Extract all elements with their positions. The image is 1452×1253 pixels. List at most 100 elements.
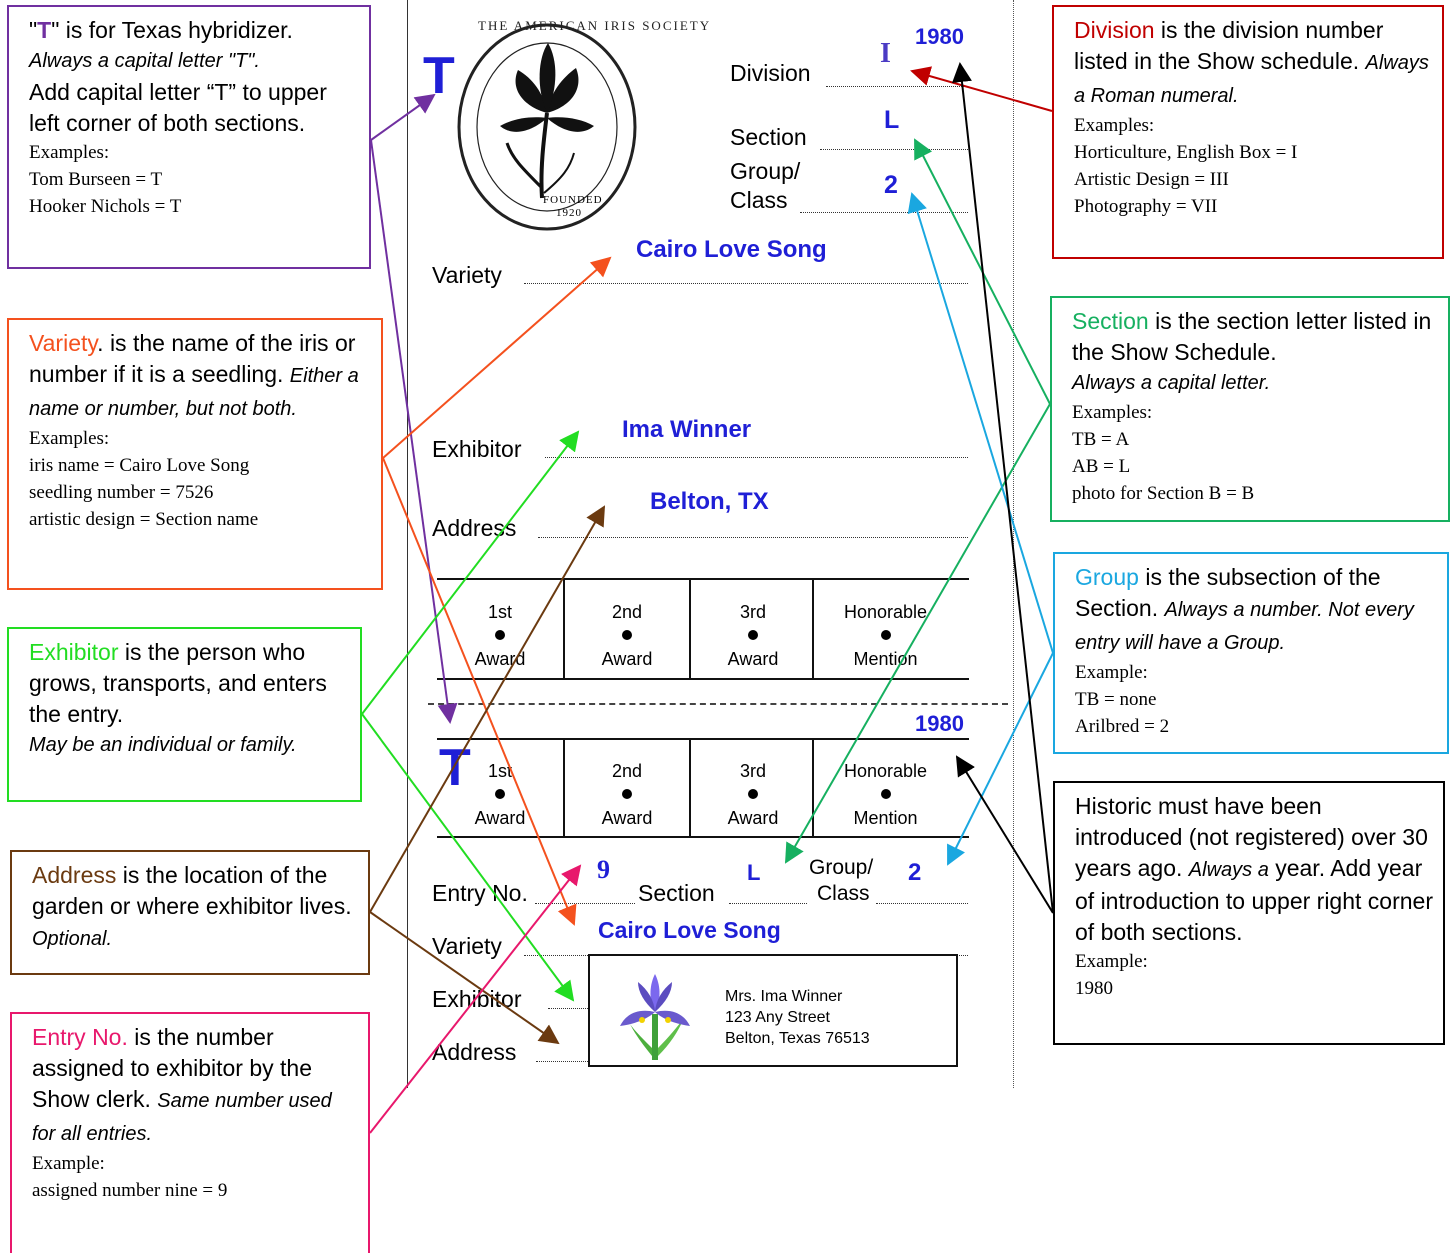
exhibitor-value: Ima Winner [622,416,752,443]
historic-body-2: year. Add year of introduction to upper … [1075,855,1433,945]
section-line [820,149,968,150]
award-second-top: 2nd [611,761,643,781]
section-example-3: photo for Section B = B [1072,483,1255,504]
group-italic: Always a number. Not every entry will ha… [1075,599,1414,654]
award-honorable-top: Honorable [843,761,928,781]
annotation-group: Group is the subsection of the Section. … [1053,552,1449,754]
annotation-variety: Variety. is the name of the iris or numb… [7,318,383,590]
address-label: Address [432,515,517,541]
group-bottom-label-1: Group/ [809,856,874,879]
award-divider-2 [689,578,691,680]
variety-example-3: artistic design = Section name [29,509,259,530]
sticker-line-2: 123 Any Street [725,1009,830,1026]
exhibitor-bottom-line [548,1008,588,1009]
award-dot [748,630,758,640]
variety-key: Variety [29,330,98,356]
award-first-bottom: Award [474,649,526,669]
address-value: Belton, TX [650,488,769,515]
variety-value: Cairo Love Song [636,236,827,263]
group-value: 2 [884,171,898,199]
award-first-top: 1st [487,602,512,622]
address-sticker: Mrs. Ima Winner 123 Any Street Belton, T… [588,954,958,1067]
address-bottom-line [536,1061,588,1062]
exhibitor-label: Exhibitor [432,436,522,462]
exhibitor-body: is the person who grows, transports, and… [29,639,327,727]
variety-bottom-label: Variety [432,933,502,959]
division-line [826,86,968,87]
sticker-line-3: Belton, Texas 76513 [725,1030,870,1047]
award-dot [622,789,632,799]
annotation-entry-no: Entry No. is the number assigned to exhi… [10,1012,370,1253]
logo-circle-text: THE AMERICAN IRIS SOCIETY [478,18,712,33]
t-key: T [37,17,52,43]
historic-examples-label: Example: [1075,951,1148,972]
exhibitor-line [545,457,968,458]
variety-example-2: seedling number = 7526 [29,482,214,503]
variety-body: . is the name of the iris or number if i… [29,330,356,387]
group-bottom-value: 2 [908,859,922,886]
logo-founded-year: 1920 [556,207,582,219]
perforation-line [428,703,1008,705]
section-bottom-value: L [747,860,761,885]
award-honorable-top: Honorable [843,602,928,622]
annotation-historic: Historic must have been introduced (not … [1053,781,1445,1045]
annotation-hybridizer: "T" is for Texas hybridizer. Always a ca… [7,5,371,269]
exhibitor-italic: May be an individual or family. [29,734,297,756]
section-example-2: AB = L [1072,456,1131,477]
entry-body: is the number assigned to exhibitor by t… [32,1024,313,1112]
division-examples-label: Examples: [1074,115,1155,136]
t-quote-open: " [29,17,38,43]
division-example-2: Artistic Design = III [1074,169,1229,190]
section-italic: Always a capital letter. [1072,372,1271,394]
award-second-bottom: Award [601,649,653,669]
section-value: L [884,106,900,134]
section-body: is the section letter listed in the Show… [1072,308,1432,365]
award-third-top: 3rd [739,761,766,781]
division-label: Division [730,60,811,86]
division-body: is the division number listed in the Sho… [1074,17,1384,74]
variety-bottom-value: Cairo Love Song [598,917,781,943]
award-first-top: 1st [487,761,512,781]
entry-key: Entry No. [32,1024,128,1050]
group-line [800,212,968,213]
variety-label: Variety [432,262,502,288]
award-divider-5 [689,738,691,838]
award-dot [495,630,505,640]
t-italic: Always a capital letter "T". [29,50,260,72]
historic-body-1: Historic must have been introduced (not … [1075,793,1428,881]
award-second-top: 2nd [611,602,643,622]
exhibitor-bottom-label: Exhibitor [432,986,522,1012]
entry-example-1: assigned number nine = 9 [32,1180,228,1201]
annotation-division: Division is the division number listed i… [1052,5,1444,259]
iris-flower-image [620,974,690,1060]
award-dot [880,630,891,640]
annotation-exhibitor: Exhibitor is the person who grows, trans… [7,627,362,802]
group-example-2: Arilbred = 2 [1075,716,1170,737]
group-key: Group [1075,564,1139,590]
award-third-bottom: Award [727,808,779,828]
t-examples-label: Examples: [29,142,110,163]
division-value: I [880,38,891,69]
award-dot [495,789,505,799]
section-label: Section [730,124,807,150]
exhibitor-key: Exhibitor [29,639,119,665]
sticker-line-1: Mrs. Ima Winner [725,988,843,1005]
address-key: Address [32,862,117,888]
t-example-2: Hooker Nichols = T [29,196,182,217]
group-class-label-1: Group/ [730,158,801,184]
variety-examples-label: Examples: [29,428,110,449]
award-dot [748,789,758,799]
group-class-label-2: Class [730,187,788,213]
variety-example-1: iris name = Cairo Love Song [29,455,250,476]
division-example-1: Horticulture, English Box = I [1074,142,1298,163]
section-bottom-label: Section [638,880,715,906]
variety-line [524,283,968,284]
ais-logo [457,23,637,231]
address-body: is the location of the garden or where e… [32,862,352,919]
